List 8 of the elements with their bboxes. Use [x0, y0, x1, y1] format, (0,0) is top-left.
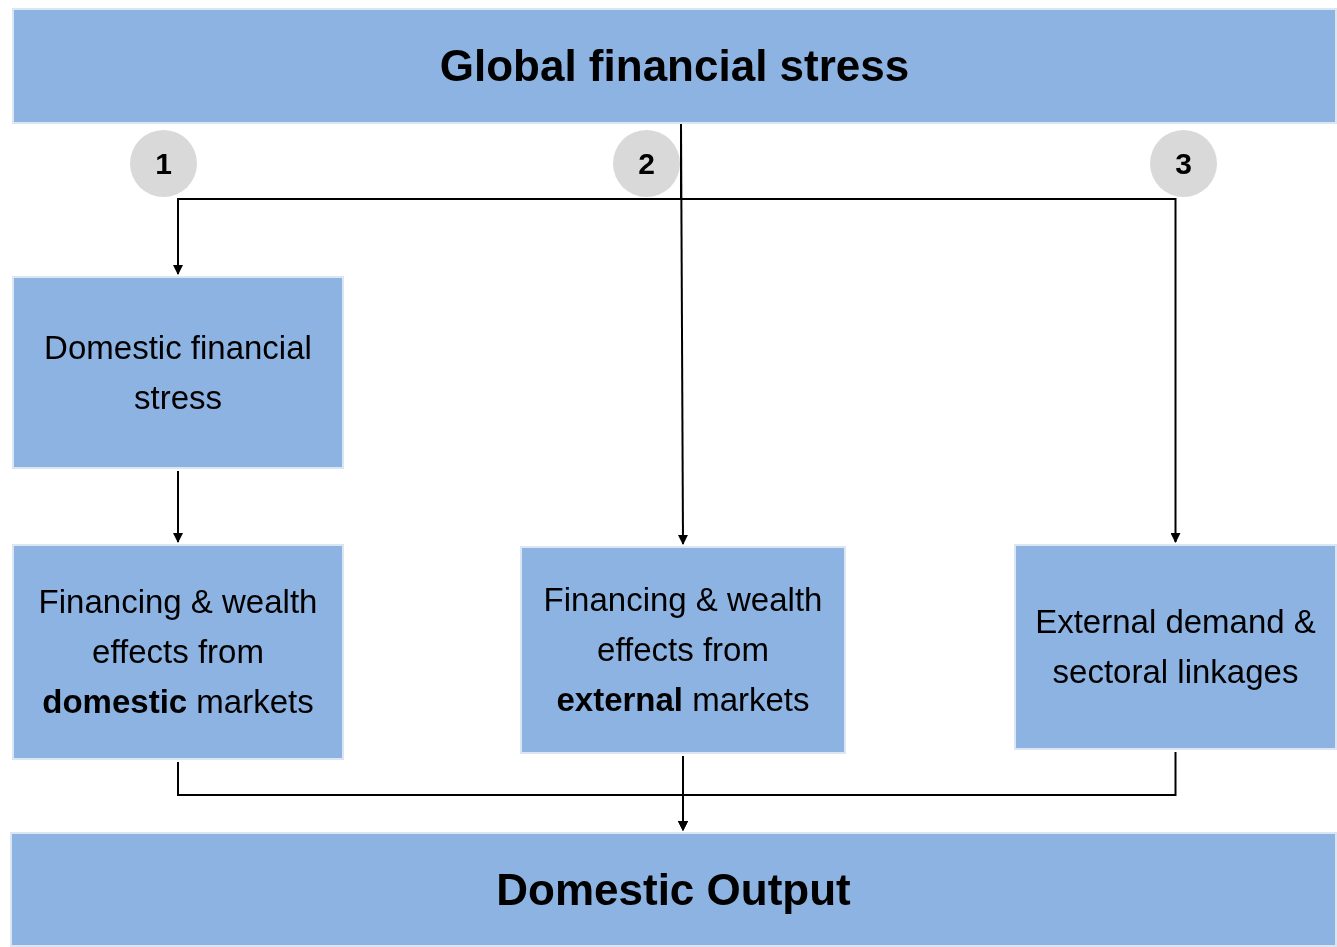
- stage-band: Global financial stress: [12, 8, 1337, 124]
- arrow: [678, 751, 1177, 831]
- arrow: [173, 470, 183, 543]
- process-box: External demand & sectoral linkages: [1014, 544, 1337, 750]
- process-box: Domestic financial stress: [12, 276, 344, 469]
- process-box: Financing & wealth effects from domestic markets: [12, 544, 344, 760]
- process-box: Financing & wealth effects from external markets: [520, 546, 846, 754]
- stage-band: Domestic Output: [10, 832, 1337, 947]
